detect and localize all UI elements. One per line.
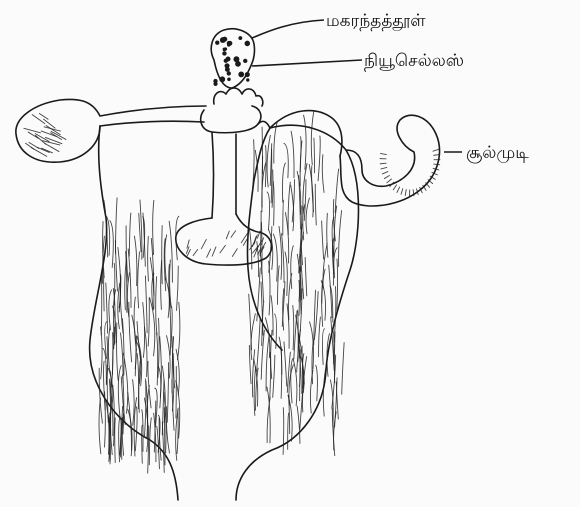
left-arm [16,99,206,162]
left-lobe-shading [24,113,66,156]
ovary-right-shading [248,110,344,455]
right-partition [247,128,282,350]
pollen-grain-label: மகரந்தத்தூள் [326,11,426,31]
nucellus-lobes [214,88,263,106]
nucellus-label: நியூசெல்லஸ் [364,51,464,72]
leader-lines [252,20,462,152]
ovary-left-shading [99,198,180,473]
embryo-sac-shading [186,231,265,258]
central-body [201,106,261,133]
pollen-grains [211,29,254,88]
hook-shading [380,149,440,196]
ovule-label: சூல்முடி [466,143,529,163]
